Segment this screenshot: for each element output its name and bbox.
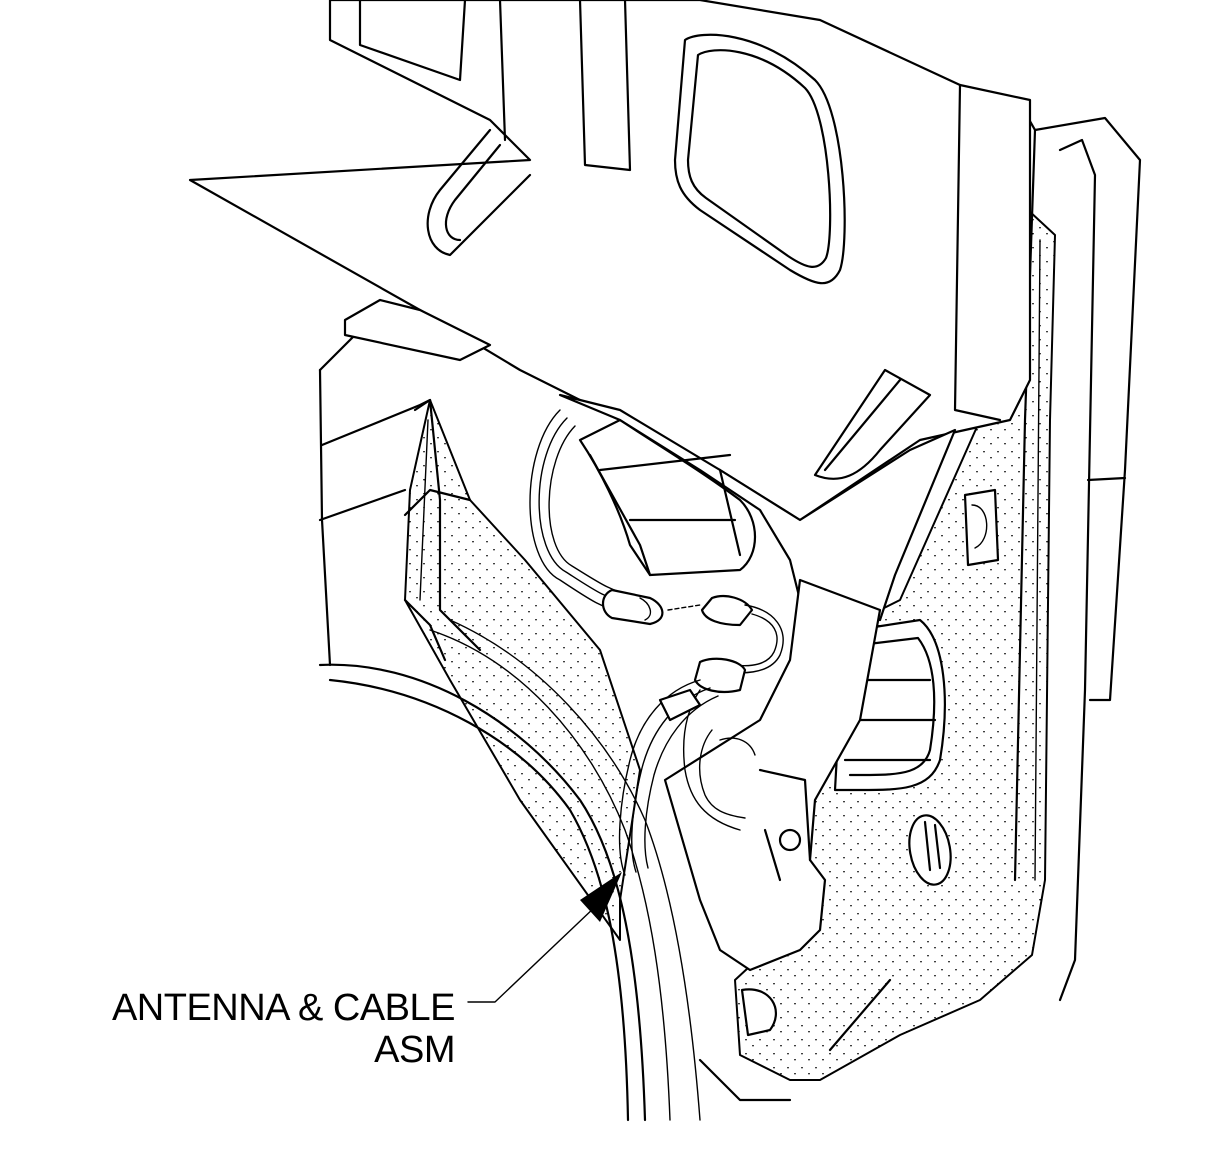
sunvisor-bracket (343, 298, 957, 622)
callout-label-line1: ANTENNA & CABLE (111, 987, 456, 1029)
pillar-arm (663, 578, 882, 972)
hardware (740, 488, 1000, 1052)
antenna-cable (529, 409, 784, 876)
callout-leader (467, 872, 622, 1003)
callout-label-line2: ASM (374, 1029, 455, 1071)
callout-arrow-icon (580, 872, 622, 922)
overhead-console (188, 0, 1032, 522)
